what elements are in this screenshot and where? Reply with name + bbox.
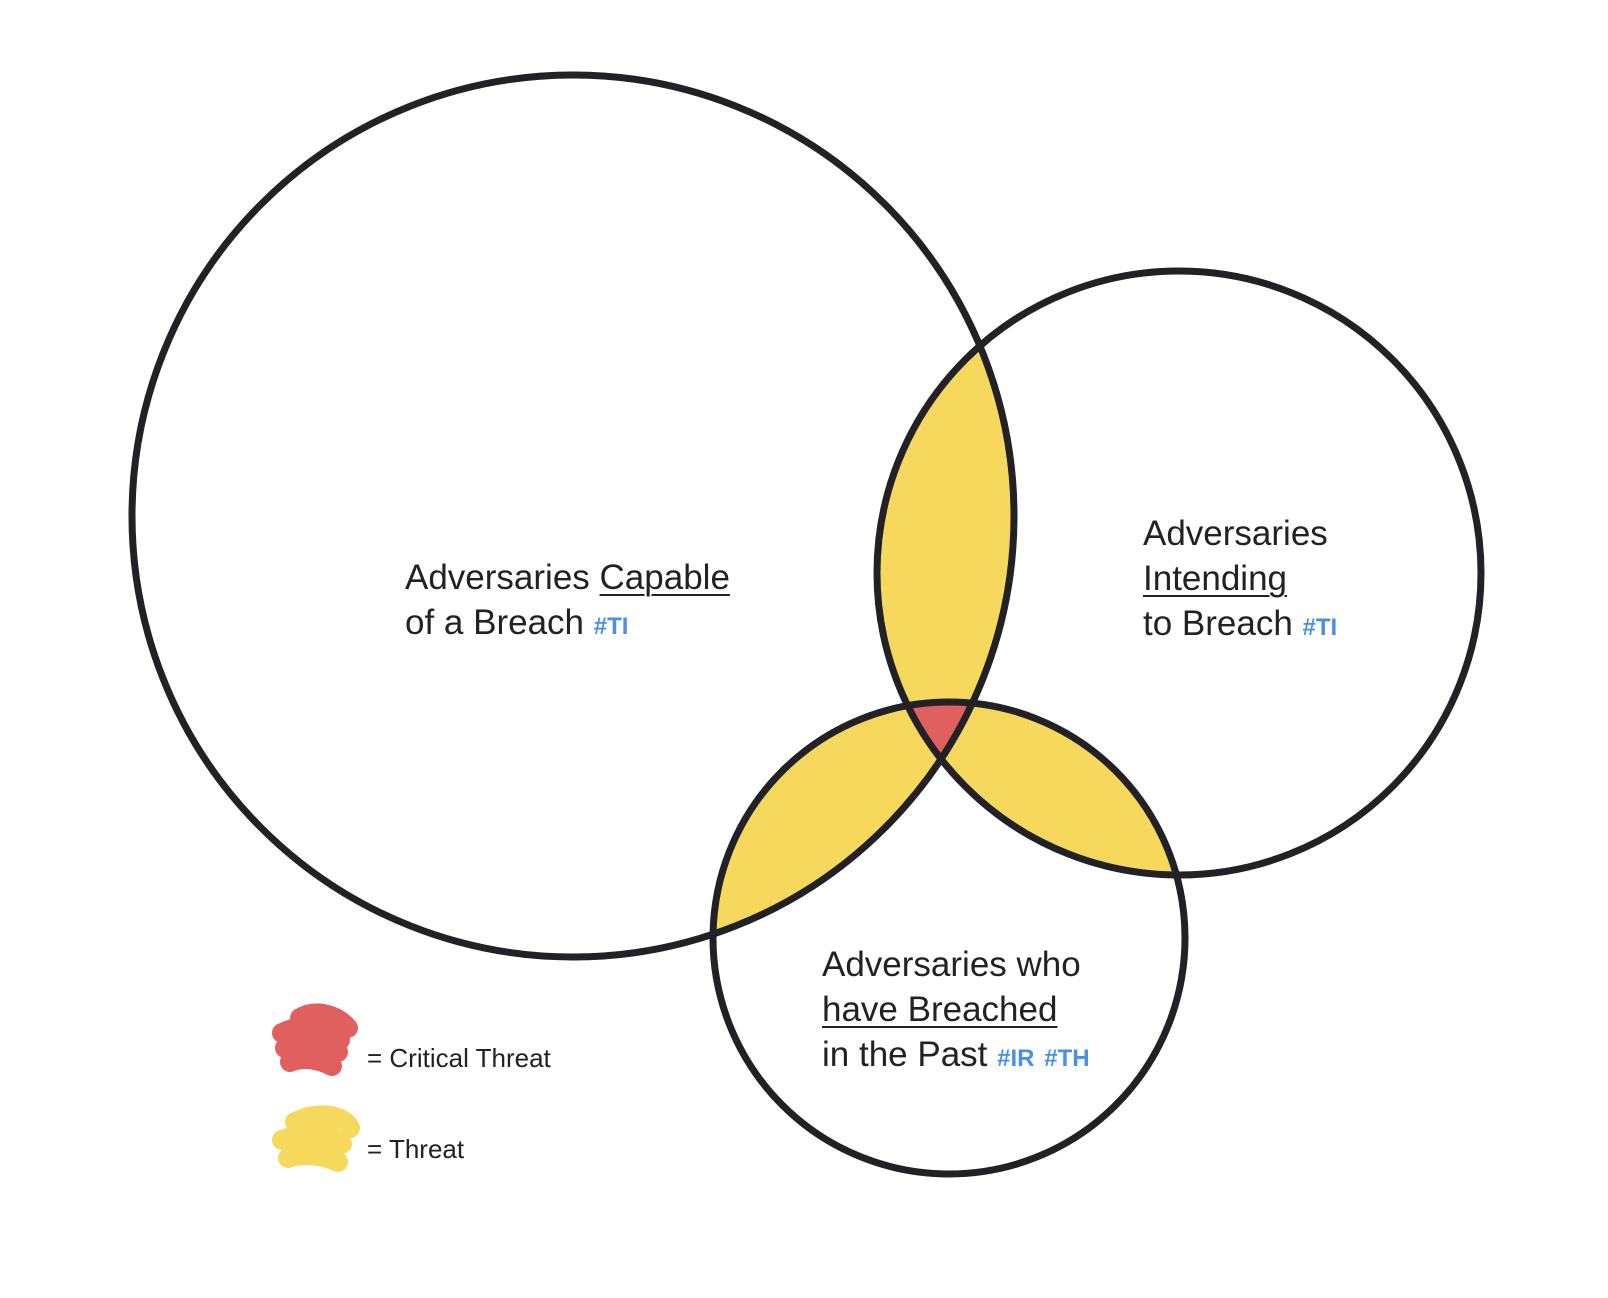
tag-intending: #TI: [1302, 614, 1338, 641]
label-capable: Adversaries Capable of a Breach #TI: [405, 555, 730, 649]
label-intending: Adversaries Intending to Breach #TI: [1143, 511, 1337, 650]
label-capable-line2: of a Breach #TI: [405, 600, 730, 649]
tag-capable: #TI: [593, 613, 629, 640]
label-breached-keyword: have Breached: [822, 990, 1058, 1029]
legend-threat-label: = Threat: [367, 1134, 465, 1164]
tag-breached-th: #TH: [1044, 1045, 1090, 1072]
circle-breached: [709, 698, 1189, 1178]
label-capable-text: Adversaries: [405, 558, 600, 597]
label-breached-line2: have Breached: [822, 987, 1090, 1032]
label-breached: Adversaries who have Breached in the Pas…: [822, 942, 1090, 1081]
label-intending-line3: to Breach #TI: [1143, 601, 1337, 650]
threat-region-intending-breached: [877, 702, 1185, 875]
label-capable-keyword: Capable: [599, 558, 730, 597]
legend-critical-label: = Critical Threat: [367, 1043, 551, 1073]
label-intending-line1: Adversaries: [1143, 514, 1328, 553]
label-capable-text2: of a Breach: [405, 603, 584, 642]
tag-breached-ir: #IR: [997, 1045, 1035, 1072]
legend-critical-swatch: [272, 1003, 358, 1076]
label-intending-text3: to Breach: [1143, 604, 1293, 643]
label-breached-text3: in the Past: [822, 1035, 988, 1074]
label-intending-keyword: Intending: [1143, 559, 1288, 598]
label-breached-line1: Adversaries who: [822, 945, 1081, 984]
label-capable-line1: Adversaries Capable: [405, 555, 730, 600]
label-intending-line2: Intending: [1143, 556, 1337, 601]
label-breached-line3: in the Past #IR #TH: [822, 1032, 1090, 1081]
circle-capable: [128, 71, 1018, 961]
legend-threat-swatch: [272, 1105, 360, 1172]
